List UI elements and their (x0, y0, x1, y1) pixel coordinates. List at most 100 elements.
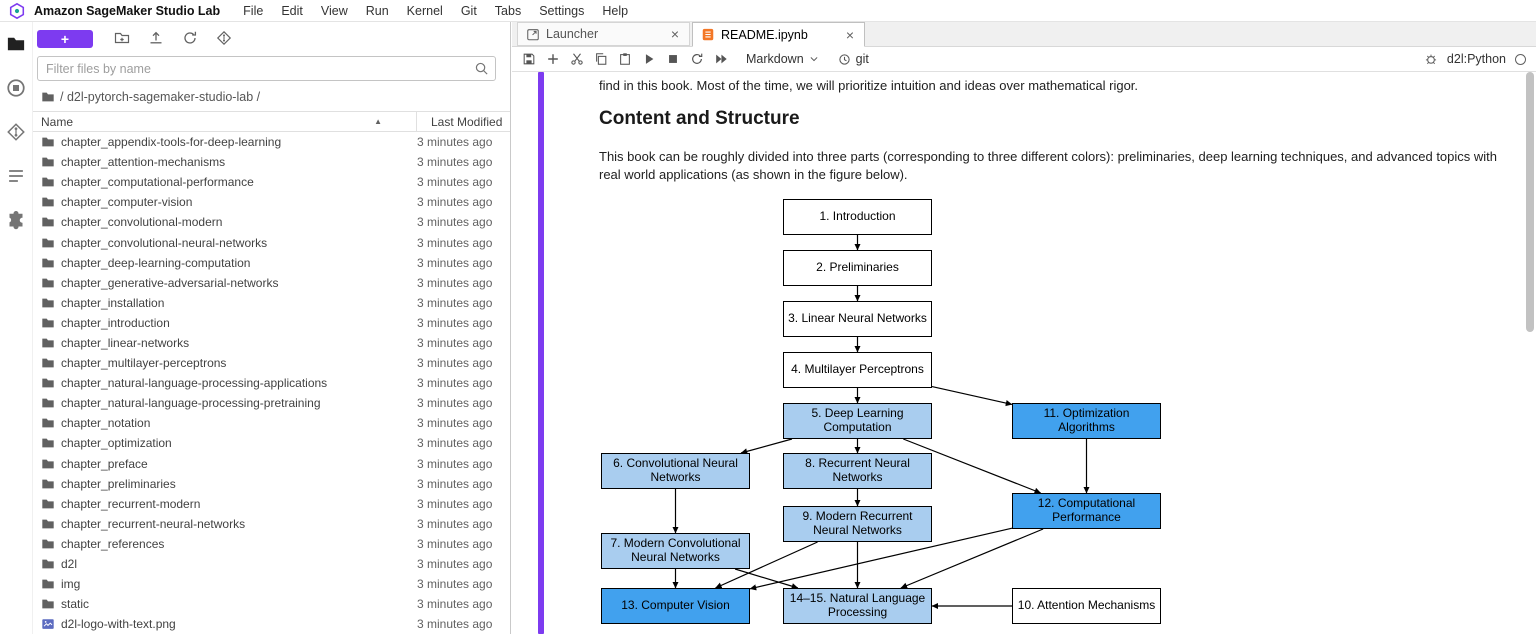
file-row[interactable]: chapter_linear-networks 3 minutes ago (33, 333, 510, 353)
close-icon[interactable]: × (845, 26, 855, 43)
file-row[interactable]: chapter_preliminaries 3 minutes ago (33, 474, 510, 494)
cut-icon[interactable] (566, 49, 587, 70)
file-row[interactable]: d2l 3 minutes ago (33, 554, 510, 574)
new-launcher-button[interactable]: + (37, 30, 93, 48)
file-row[interactable]: chapter_introduction 3 minutes ago (33, 313, 510, 333)
tab-launcher[interactable]: Launcher × (517, 22, 690, 46)
file-row[interactable]: chapter_natural-language-processing-appl… (33, 373, 510, 393)
column-header-name[interactable]: Name ▲ (41, 114, 382, 129)
file-row[interactable]: chapter_deep-learning-computation 3 minu… (33, 253, 510, 273)
file-row[interactable]: chapter_optimization 3 minutes ago (33, 433, 510, 453)
file-list: chapter_appendix-tools-for-deep-learning… (33, 132, 510, 634)
file-row[interactable]: chapter_recurrent-modern 3 minutes ago (33, 494, 510, 514)
file-row[interactable]: chapter_appendix-tools-for-deep-learning… (33, 132, 510, 152)
upload-icon[interactable] (147, 30, 165, 48)
file-name: chapter_appendix-tools-for-deep-learning (61, 135, 282, 150)
folder-icon (41, 155, 55, 169)
tab-bar: Launcher × README.ipynb × (512, 22, 1536, 47)
folder-icon (41, 256, 55, 270)
file-list-header: Name ▲ Last Modified (33, 111, 510, 132)
file-row[interactable]: chapter_preface 3 minutes ago (33, 454, 510, 474)
git-icon[interactable] (6, 122, 26, 142)
menu-settings[interactable]: Settings (539, 3, 585, 18)
folder-icon (41, 195, 55, 209)
vertical-scrollbar[interactable] (1526, 72, 1534, 332)
file-modified: 3 minutes ago (417, 275, 493, 290)
file-row[interactable]: chapter_convolutional-neural-networks 3 … (33, 232, 510, 252)
kernel-name[interactable]: d2l:Python (1446, 52, 1506, 66)
menu-git[interactable]: Git (460, 3, 477, 18)
file-row[interactable]: chapter_attention-mechanisms 3 minutes a… (33, 152, 510, 172)
file-modified: 3 minutes ago (417, 315, 493, 330)
cell-type-dropdown[interactable]: Markdown (746, 52, 819, 66)
run-all-icon[interactable] (710, 49, 731, 70)
markdown-heading: Content and Structure (599, 108, 800, 129)
git-toolbar-button[interactable]: git (838, 52, 869, 66)
file-modified: 3 minutes ago (417, 335, 493, 350)
table-of-contents-icon[interactable] (6, 166, 26, 186)
diagram-node-n10: 10. Attention Mechanisms (1012, 588, 1161, 624)
folder-icon (41, 477, 55, 491)
close-icon[interactable]: × (670, 26, 680, 42)
breadcrumb-path[interactable]: / d2l-pytorch-sagemaker-studio-lab / (60, 90, 261, 104)
file-name: chapter_introduction (61, 315, 170, 330)
menu-view[interactable]: View (320, 3, 348, 18)
debugger-bug-icon[interactable] (1424, 52, 1438, 66)
file-row[interactable]: chapter_convolutional-modern 3 minutes a… (33, 212, 510, 232)
menu-run[interactable]: Run (365, 3, 389, 18)
insert-cell-icon[interactable] (542, 49, 563, 70)
menu-help[interactable]: Help (602, 3, 629, 18)
kernel-status-icon[interactable] (1515, 53, 1526, 65)
folder-icon (41, 175, 55, 189)
file-name: img (61, 577, 81, 592)
active-cell-indicator[interactable] (538, 72, 544, 634)
menu-edit[interactable]: Edit (281, 3, 303, 18)
menu-file[interactable]: File (243, 3, 264, 18)
file-modified: 3 minutes ago (417, 255, 493, 270)
column-header-last-modified[interactable]: Last Modified (416, 112, 510, 131)
refresh-icon[interactable] (181, 30, 199, 48)
restart-icon[interactable] (686, 49, 707, 70)
file-row[interactable]: img 3 minutes ago (33, 574, 510, 594)
file-name: chapter_natural-language-processing-appl… (61, 376, 328, 391)
file-row[interactable]: chapter_notation 3 minutes ago (33, 413, 510, 433)
extensions-icon[interactable] (6, 210, 26, 230)
file-row[interactable]: chapter_natural-language-processing-pret… (33, 393, 510, 413)
diagram-node-n4: 4. Multilayer Perceptrons (783, 352, 932, 388)
file-row[interactable]: chapter_references 3 minutes ago (33, 534, 510, 554)
copy-icon[interactable] (590, 49, 611, 70)
running-sessions-icon[interactable] (6, 78, 26, 98)
diagram-node-n8: 8. Recurrent Neural Networks (783, 453, 932, 489)
file-modified: 3 minutes ago (417, 516, 493, 531)
file-row[interactable]: chapter_computational-performance 3 minu… (33, 172, 510, 192)
file-row[interactable]: chapter_multilayer-perceptrons 3 minutes… (33, 353, 510, 373)
paste-icon[interactable] (614, 49, 635, 70)
file-row[interactable]: chapter_generative-adversarial-networks … (33, 273, 510, 293)
file-modified: 3 minutes ago (417, 195, 493, 210)
file-modified: 3 minutes ago (417, 617, 493, 632)
file-row[interactable]: chapter_computer-vision 3 minutes ago (33, 192, 510, 212)
folder-icon (41, 537, 55, 551)
new-folder-icon[interactable] (113, 30, 131, 48)
menu-tabs[interactable]: Tabs (494, 3, 522, 18)
file-browser-toolbar: + (33, 22, 510, 56)
notebook-toolbar: Markdown git d2l:Python (512, 47, 1536, 72)
stop-icon[interactable] (662, 49, 683, 70)
diagram-node-n3: 3. Linear Neural Networks (783, 301, 932, 337)
save-icon[interactable] (518, 49, 539, 70)
run-icon[interactable] (638, 49, 659, 70)
menu-kernel[interactable]: Kernel (406, 3, 443, 18)
tab-readme-ipynb[interactable]: README.ipynb × (692, 22, 865, 47)
filter-files-input[interactable] (37, 56, 496, 81)
folder-icon (41, 316, 55, 330)
file-row[interactable]: d2l-logo-with-text.png 3 minutes ago (33, 614, 510, 634)
file-row[interactable]: chapter_recurrent-neural-networks 3 minu… (33, 514, 510, 534)
folder-icon (41, 396, 55, 410)
file-row[interactable]: chapter_installation 3 minutes ago (33, 293, 510, 313)
diagram-node-n14: 14–15. Natural Language Processing (783, 588, 932, 624)
markdown-paragraph: This book can be roughly divided into th… (599, 149, 1498, 183)
files-icon[interactable] (6, 34, 26, 54)
git-clone-icon[interactable] (215, 30, 233, 48)
breadcrumb[interactable]: / d2l-pytorch-sagemaker-studio-lab / (33, 81, 510, 111)
file-row[interactable]: static 3 minutes ago (33, 594, 510, 614)
